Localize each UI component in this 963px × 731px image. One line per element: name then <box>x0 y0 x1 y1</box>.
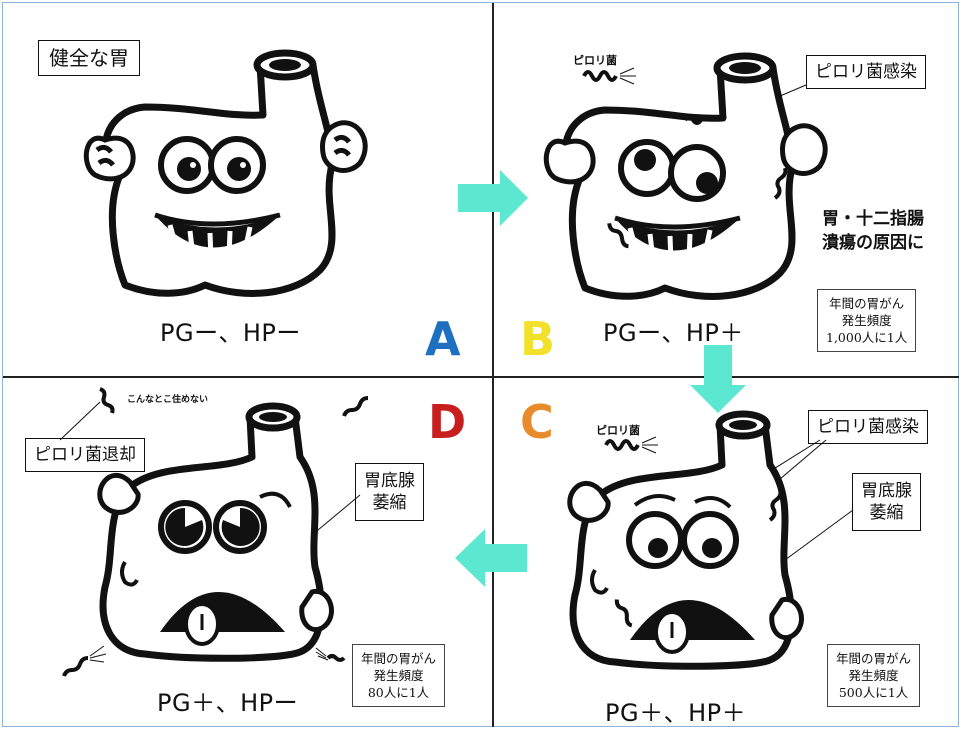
status-label-a: PGー、HPー <box>160 319 301 347</box>
atrophy-line-1: 胃底腺 <box>364 471 415 491</box>
horizontal-divider <box>3 376 959 378</box>
cancer-frequency-c: 年間の胃がん 発生頻度 500人に1人 <box>827 644 921 707</box>
quadrant-letter-a: A <box>425 312 461 366</box>
atrophic-infected-stomach-illustration <box>567 410 804 670</box>
status-label-b: PGー、HP＋ <box>603 319 744 347</box>
freq-line-3: 500人に1人 <box>838 685 909 700</box>
freq-line-3: 1,000人に1人 <box>826 330 908 345</box>
bacteria-icon-c <box>604 436 658 454</box>
freq-line-2: 発生頻度 <box>841 313 892 328</box>
freq-line-3: 80人に1人 <box>367 685 430 700</box>
cancer-frequency-d: 年間の胃がん 発生頻度 80人に1人 <box>352 644 446 707</box>
ulcer-line-1: 胃・十二指腸 <box>822 209 924 229</box>
atrophy-line-2: 萎縮 <box>869 503 904 523</box>
freq-line-1: 年間の胃がん <box>836 651 912 666</box>
infection-label-c: ピロリ菌感染 <box>808 410 928 444</box>
atrophic-clean-stomach-illustration <box>97 402 334 662</box>
bacteria-leaving-icon <box>99 387 115 414</box>
bacteria-leaving-bottom-right <box>315 647 346 662</box>
atrophy-label-d: 胃底腺 萎縮 <box>355 463 424 521</box>
ulcer-cause-text: 胃・十二指腸 潰瘍の原因に <box>822 207 924 255</box>
ulcer-line-2: 潰瘍の原因に <box>822 233 924 253</box>
vertical-divider <box>492 3 494 727</box>
freq-line-2: 発生頻度 <box>373 668 424 683</box>
speech-label-d: こんなとこ住めない <box>127 395 209 405</box>
healthy-stomach-title: 健全な胃 <box>38 40 140 76</box>
arrow-b-to-c <box>690 345 746 413</box>
atrophy-pointer-c <box>784 509 854 561</box>
infection-label-b: ピロリ菌感染 <box>806 55 926 89</box>
bacteria-icon-b <box>582 67 636 85</box>
atrophy-line-1: 胃底腺 <box>861 481 912 501</box>
freq-line-1: 年間の胃がん <box>361 651 437 666</box>
status-label-d: PG＋、HPー <box>157 689 299 717</box>
quadrant-letter-c: C <box>520 395 554 449</box>
removal-pointer-d <box>59 401 101 441</box>
quadrant-letter-d: D <box>428 395 467 449</box>
freq-line-1: 年間の胃がん <box>829 296 905 311</box>
arrow-c-to-d <box>455 529 527 587</box>
bacteria-leaving-right <box>342 396 369 417</box>
atrophy-line-2: 萎縮 <box>372 493 407 513</box>
infected-stomach-illustration <box>543 52 828 300</box>
atrophy-label-c: 胃底腺 萎縮 <box>852 473 921 531</box>
bacteria-leaving-bottom-left <box>62 645 107 677</box>
arrow-a-to-b <box>458 170 528 226</box>
cancer-frequency-b: 年間の胃がん 発生頻度 1,000人に1人 <box>817 289 917 352</box>
bacteria-label-c: ピロリ菌 <box>596 424 640 437</box>
status-label-c: PG＋、HP＋ <box>605 699 747 727</box>
quadrant-letter-b: B <box>520 312 556 366</box>
removal-label-d: ピロリ菌退却 <box>25 438 145 472</box>
freq-line-2: 発生頻度 <box>848 668 899 683</box>
healthy-stomach-illustration <box>83 49 368 297</box>
bacteria-label-b: ピロリ菌 <box>573 54 617 67</box>
